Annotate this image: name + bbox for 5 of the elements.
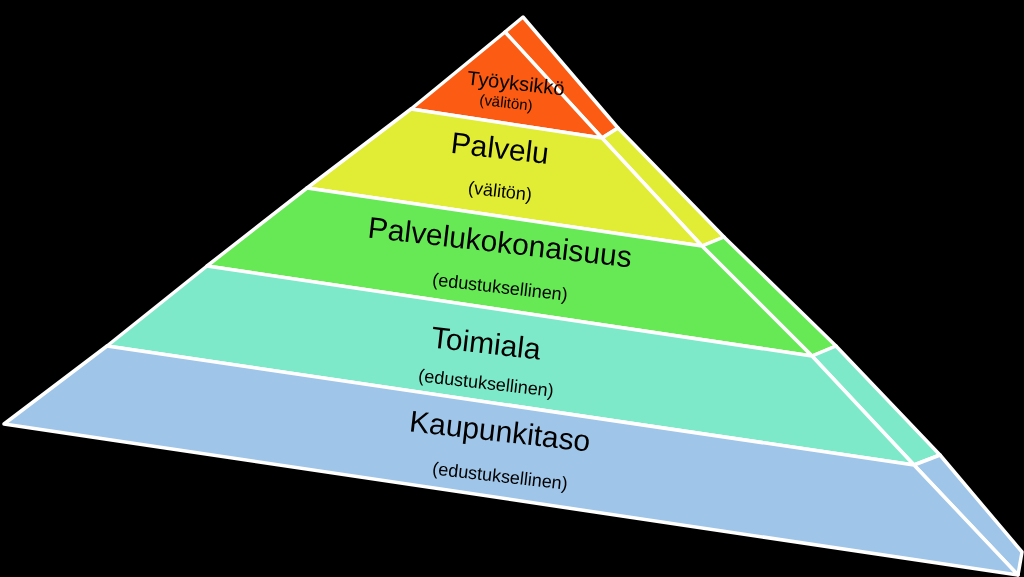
- layer-title: Kaupunkitaso: [407, 404, 593, 458]
- layer-title: Toimiala: [429, 320, 543, 366]
- layer-title: Palvelu: [449, 126, 551, 170]
- layer-subtitle: (välitön): [467, 178, 533, 206]
- layer-title: Palvelukokonaisuus: [366, 210, 634, 274]
